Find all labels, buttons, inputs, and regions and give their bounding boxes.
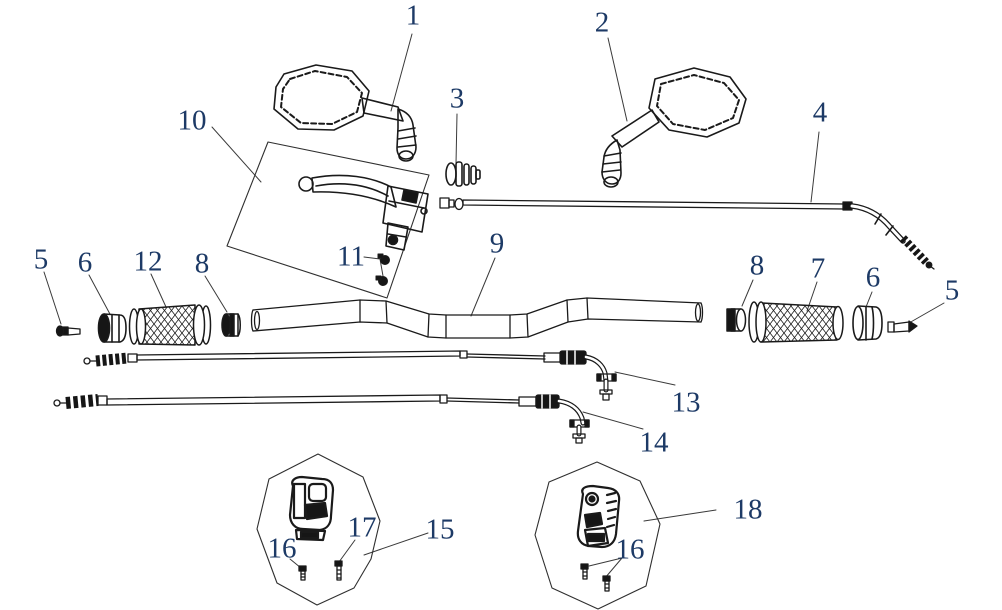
bar-end-bolt-left xyxy=(55,325,81,337)
cable-adjuster xyxy=(445,161,481,187)
bar-end-cap-left xyxy=(97,313,127,343)
cable-13 xyxy=(83,350,617,401)
switch-screw-17 xyxy=(334,560,343,581)
brake-lever-assembly xyxy=(226,141,430,299)
part-label-switch-screws-right: 16 xyxy=(615,533,645,566)
throttle-tube-right xyxy=(852,305,883,341)
part-label-switch-assembly-right: 18 xyxy=(733,493,763,526)
part-label-switch-screw-long: 17 xyxy=(347,511,377,544)
part-label-clamp-left: 8 xyxy=(194,247,210,280)
part-label-bar-end-cap-left: 6 xyxy=(77,246,93,279)
grip-right xyxy=(748,301,844,343)
part-label-brake-lever-assembly: 10 xyxy=(177,104,207,137)
clamp-left xyxy=(221,313,241,337)
mirror-left xyxy=(273,64,417,162)
throttle-cable xyxy=(439,197,935,270)
switch-screw-16-left xyxy=(298,565,307,581)
part-label-grip-left: 12 xyxy=(133,245,163,278)
part-label-grip-right: 7 xyxy=(810,252,826,285)
part-label-switch-screws-left: 16 xyxy=(267,532,297,565)
bar-end-bolt-right xyxy=(887,320,918,333)
part-label-switch-assembly-left: 15 xyxy=(425,513,455,546)
part-label-cable-13: 13 xyxy=(671,386,701,419)
part-label-handlebar: 9 xyxy=(489,227,505,260)
clamp-right xyxy=(726,308,747,332)
mirror-right xyxy=(601,67,747,188)
part-label-lever-screws: 11 xyxy=(337,240,365,273)
part-label-throttle-cable: 4 xyxy=(812,96,828,129)
handlebar xyxy=(250,297,704,339)
part-label-cable-adjuster: 3 xyxy=(449,82,465,115)
lever-screws xyxy=(375,253,390,286)
switch-screw-16-right-b xyxy=(602,575,611,592)
cable-14 xyxy=(53,394,590,444)
part-label-bar-end-bolt-right: 5 xyxy=(944,274,960,307)
grip-left xyxy=(128,304,212,346)
switch-assembly-left xyxy=(256,453,381,606)
part-label-mirror-left: 1 xyxy=(405,0,421,32)
part-label-throttle-tube-right: 6 xyxy=(865,261,881,294)
switch-screw-16-right-a xyxy=(580,563,589,580)
part-label-clamp-right: 8 xyxy=(749,249,765,282)
part-label-cable-14: 14 xyxy=(639,426,669,459)
part-label-bar-end-bolt-left: 5 xyxy=(33,243,49,276)
switch-assembly-right xyxy=(534,461,661,610)
part-label-mirror-right: 2 xyxy=(594,6,610,39)
